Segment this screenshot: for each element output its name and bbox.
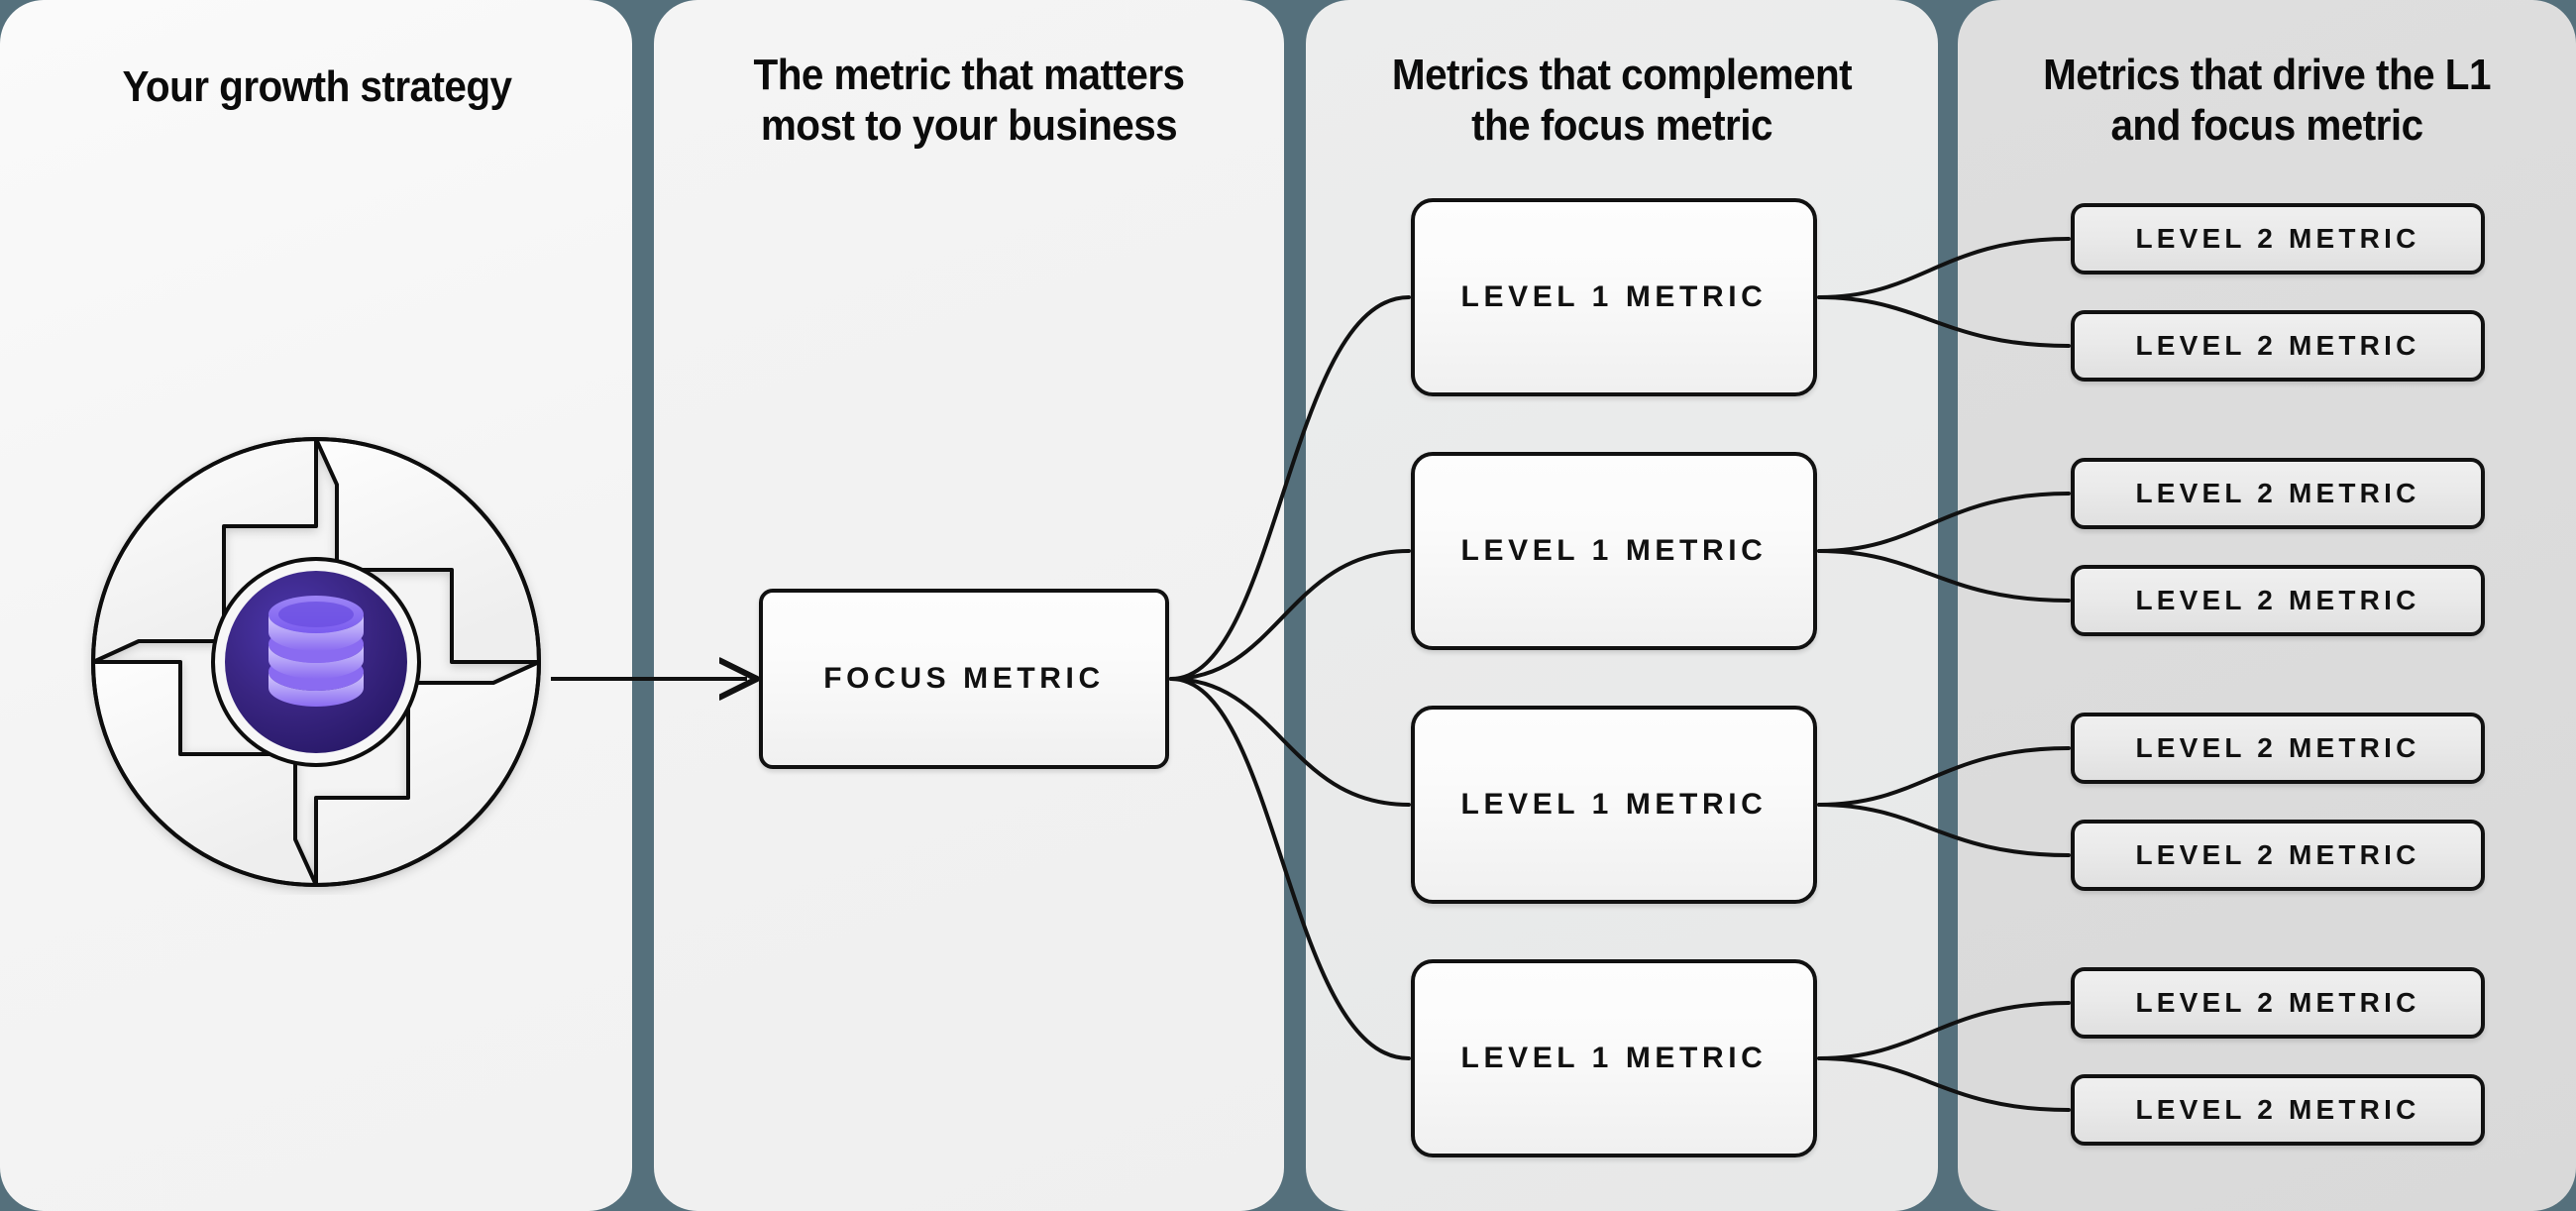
node-level-2-metric[interactable]: LEVEL 2 METRIC [2071,203,2485,275]
node-label: LEVEL 2 METRIC [2135,1094,2420,1125]
node-label: FOCUS METRIC [823,662,1105,695]
node-label: LEVEL 2 METRIC [2135,732,2420,763]
node-level-1-metric[interactable]: LEVEL 1 METRIC [1411,452,1817,650]
node-level-1-metric[interactable]: LEVEL 1 METRIC [1411,706,1817,904]
node-label: LEVEL 2 METRIC [2135,839,2420,870]
node-label: LEVEL 1 METRIC [1460,534,1768,567]
node-label: LEVEL 2 METRIC [2135,223,2420,254]
node-level-2-metric[interactable]: LEVEL 2 METRIC [2071,310,2485,382]
column-heading-level-2: Metrics that drive the L1 and focus metr… [2004,50,2529,152]
growth-strategy-emblem [91,437,541,887]
heading-line: Metrics that drive the L1 [2043,51,2491,99]
node-focus-metric[interactable]: FOCUS METRIC [759,589,1169,769]
node-level-1-metric[interactable]: LEVEL 1 METRIC [1411,198,1817,396]
node-label: LEVEL 1 METRIC [1460,280,1768,313]
node-level-2-metric[interactable]: LEVEL 2 METRIC [2071,1074,2485,1146]
node-level-1-metric[interactable]: LEVEL 1 METRIC [1411,959,1817,1157]
node-level-2-metric[interactable]: LEVEL 2 METRIC [2071,820,2485,891]
heading-line: Your growth strategy [122,62,512,111]
database-icon [268,596,364,707]
node-level-2-metric[interactable]: LEVEL 2 METRIC [2071,565,2485,636]
column-heading-strategy: Your growth strategy [61,61,572,112]
column-heading-level-1: Metrics that complement the focus metric [1360,50,1883,152]
node-level-2-metric[interactable]: LEVEL 2 METRIC [2071,713,2485,784]
node-label: LEVEL 2 METRIC [2135,330,2420,361]
heading-line: most to your business [760,101,1178,151]
node-label: LEVEL 2 METRIC [2135,987,2420,1018]
heading-line: the focus metric [1471,101,1772,151]
node-label: LEVEL 1 METRIC [1460,1042,1768,1074]
node-label: LEVEL 2 METRIC [2135,478,2420,508]
heading-line: The metric that matters [753,51,1186,99]
heading-line: Metrics that complement [1391,51,1853,99]
emblem-petal-disc [91,437,541,887]
column-heading-focus: The metric that matters most to your bus… [715,50,1223,152]
node-level-2-metric[interactable]: LEVEL 2 METRIC [2071,967,2485,1039]
node-label: LEVEL 1 METRIC [1460,788,1768,821]
heading-line: and focus metric [2110,101,2423,151]
node-level-2-metric[interactable]: LEVEL 2 METRIC [2071,458,2485,529]
node-label: LEVEL 2 METRIC [2135,585,2420,615]
